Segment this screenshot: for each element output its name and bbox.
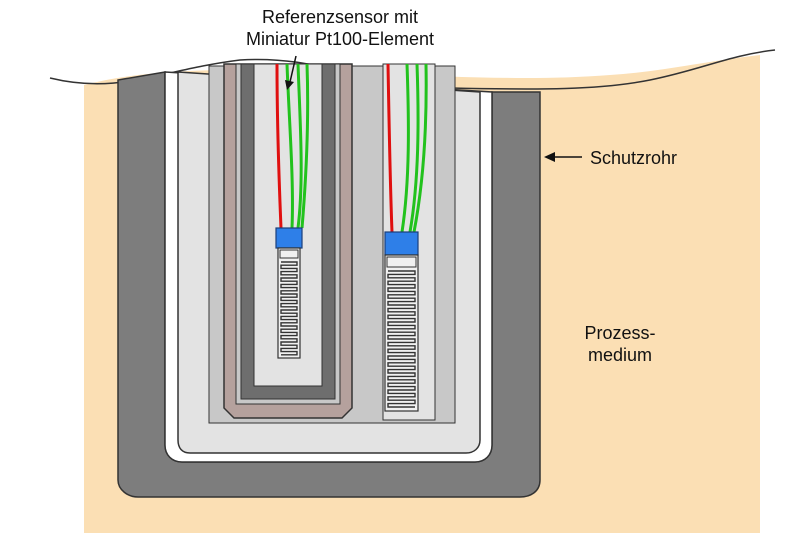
protection-tube-label: Schutzrohr: [590, 148, 678, 168]
dut-sensor-wires: [386, 63, 428, 233]
reference-sensor-cap: [275, 227, 303, 249]
process-medium-label-line2: medium: [587, 345, 653, 365]
reference-pt100-meander: [279, 249, 299, 356]
reference-sensor-label-line1: Referenzsensor mit: [261, 7, 419, 27]
protection-tube-arrow: [544, 152, 582, 162]
reference-sensor-label-line2: Miniatur Pt100-Element: [245, 29, 435, 49]
reference-sensor-wires: [275, 63, 310, 229]
process-medium-label: Prozess- medium: [560, 322, 680, 366]
process-medium-label-line1: Prozess-: [584, 323, 656, 343]
reference-sensor-arrow: [285, 55, 297, 90]
dut-pt100-meander: [386, 256, 417, 408]
reference-sensor-label: Referenzsensor mit Miniatur Pt100-Elemen…: [150, 6, 530, 50]
dut-sensor-cap: [384, 231, 419, 256]
